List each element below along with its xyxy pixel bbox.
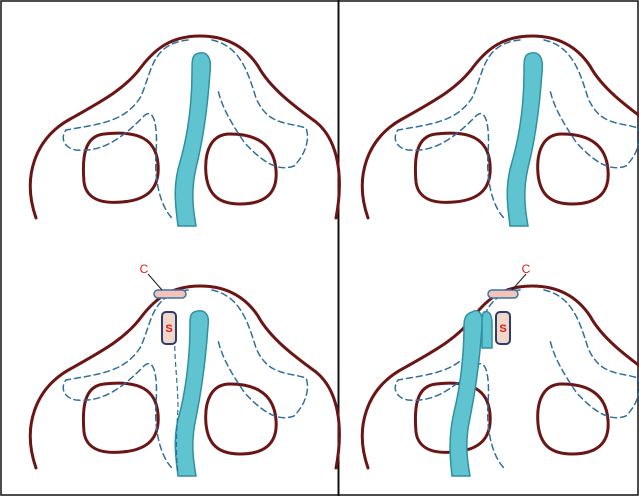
nose-outline-top-right xyxy=(362,36,639,218)
panel-bottom-right: S C xyxy=(362,262,639,476)
label-c-bottom-left: C xyxy=(140,262,149,276)
septum-bottom-left xyxy=(175,311,208,476)
label-c-leader-bottom-left xyxy=(148,274,162,290)
graft-c-bottom-left xyxy=(154,290,186,298)
septum-strut-bottom-right xyxy=(482,312,492,348)
panel-bottom-left: S C xyxy=(30,262,339,476)
graft-c-bottom-right xyxy=(488,290,518,298)
panel-top-left xyxy=(30,36,339,226)
panel-top-right xyxy=(362,36,639,226)
septum-top-left xyxy=(175,53,210,226)
septum-top-right xyxy=(507,53,542,226)
label-s-bottom-right: S xyxy=(499,323,506,335)
label-c-bottom-right: C xyxy=(522,262,531,276)
label-s-bottom-left: S xyxy=(165,323,172,335)
